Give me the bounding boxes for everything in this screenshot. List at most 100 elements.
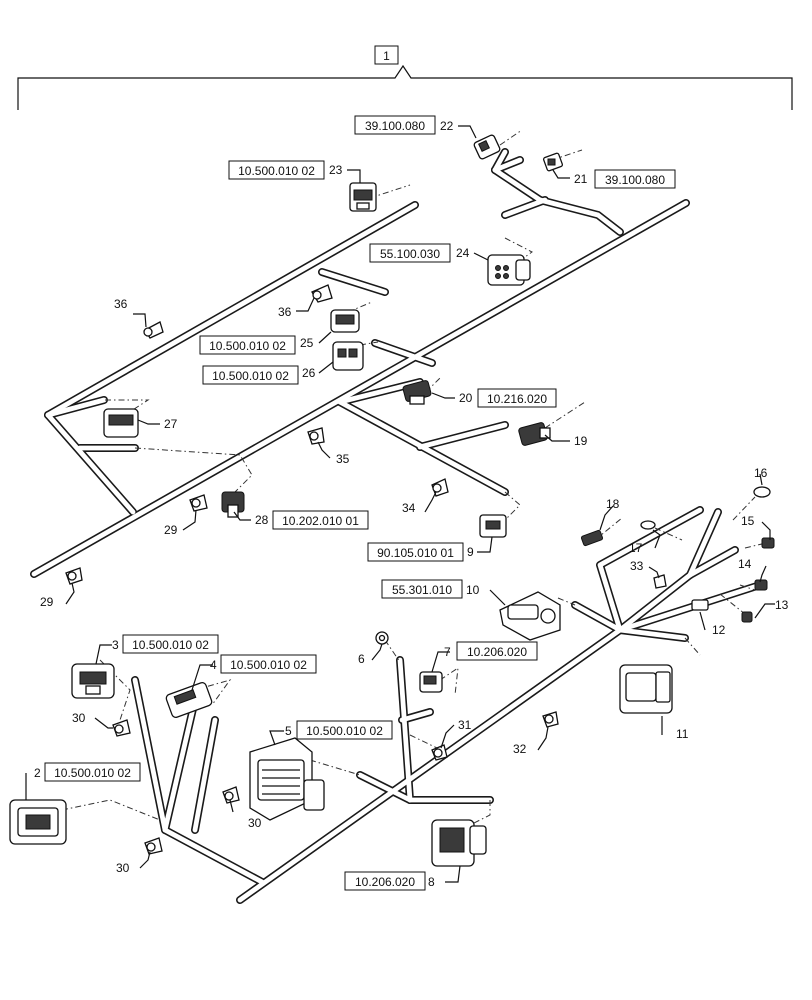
callout-11: 11 — [676, 727, 689, 741]
svg-text:10.500.010 02: 10.500.010 02 — [212, 369, 289, 383]
clip-34-icon — [431, 478, 449, 497]
callout-29b: 29 — [40, 595, 54, 609]
connector-10-icon — [499, 591, 561, 641]
callout-30c: 30 — [116, 861, 130, 875]
connector-20-icon — [402, 380, 432, 405]
callout-19: 19 — [574, 434, 588, 448]
callout-21: 21 — [574, 172, 588, 186]
callout-4: 4 — [210, 658, 217, 672]
callout-3: 3 — [112, 638, 119, 652]
clip-36a-icon — [143, 321, 164, 339]
upper-harness — [30, 148, 690, 578]
terminal-14-icon — [754, 579, 768, 591]
connector-7-icon — [419, 671, 443, 693]
svg-text:10.500.010 02: 10.500.010 02 — [209, 339, 286, 353]
connector-28-icon — [221, 491, 245, 518]
callout-28: 28 — [255, 513, 269, 527]
connector-18-icon — [580, 529, 604, 547]
clip-30a-icon — [112, 719, 131, 737]
connector-8-icon — [431, 819, 487, 867]
ref-box-7: 10.206.020 — [456, 641, 538, 661]
callout-36b: 36 — [278, 305, 292, 319]
leader-lines — [25, 125, 775, 883]
callout-10: 10 — [466, 583, 480, 597]
connection-lines — [61, 129, 771, 826]
svg-text:10.202.010 01: 10.202.010 01 — [282, 514, 359, 528]
ref-box-26: 10.500.010 02 — [202, 365, 299, 385]
callout-18: 18 — [606, 497, 620, 511]
svg-text:39.100.080: 39.100.080 — [365, 119, 425, 133]
callout-2: 2 — [34, 766, 41, 780]
callout-6: 6 — [358, 652, 365, 666]
svg-text:10.500.010 02: 10.500.010 02 — [306, 724, 383, 738]
callout-27: 27 — [164, 417, 178, 431]
callout-25: 25 — [300, 336, 314, 350]
callout-35: 35 — [336, 452, 350, 466]
callout-32: 32 — [513, 742, 527, 756]
svg-text:10.500.010 02: 10.500.010 02 — [132, 638, 209, 652]
ref-box-9: 90.105.010 01 — [367, 542, 464, 562]
svg-text:10.216.020: 10.216.020 — [487, 392, 547, 406]
connector-22-icon — [473, 134, 501, 160]
ref-box-2: 10.500.010 02 — [44, 762, 141, 782]
svg-text:90.105.010 01: 90.105.010 01 — [377, 546, 454, 560]
connector-4-icon — [165, 682, 213, 718]
callout-30a: 30 — [72, 711, 86, 725]
callout-15: 15 — [741, 514, 755, 528]
ref-box-5: 10.500.010 02 — [296, 720, 393, 740]
callout-16: 16 — [754, 466, 768, 480]
ref-box-8: 10.206.020 — [344, 871, 426, 891]
callout-5: 5 — [285, 724, 292, 738]
connector-24-icon — [487, 254, 531, 286]
ref-box-21: 39.100.080 — [594, 169, 676, 189]
connector-12-icon — [691, 599, 709, 611]
svg-text:10.206.020: 10.206.020 — [467, 645, 527, 659]
clip-35-icon — [307, 427, 325, 445]
callout-26: 26 — [302, 366, 316, 380]
clip-32-icon — [542, 711, 559, 728]
callout-30b: 30 — [248, 816, 262, 830]
terminal-15-icon — [761, 537, 775, 549]
connector-9-icon — [479, 514, 507, 538]
callout-20: 20 — [459, 391, 473, 405]
svg-text:10.500.010 02: 10.500.010 02 — [238, 164, 315, 178]
terminal-13-icon — [741, 611, 753, 623]
svg-text:39.100.080: 39.100.080 — [605, 173, 665, 187]
callout-14: 14 — [738, 557, 752, 571]
callout-33: 33 — [630, 559, 644, 573]
callout-23: 23 — [329, 163, 343, 177]
clip-33-icon — [653, 574, 667, 589]
connector-25-icon — [330, 309, 360, 333]
callout-7: 7 — [444, 645, 451, 659]
callout-24: 24 — [456, 246, 470, 260]
connector-27-icon — [103, 408, 139, 438]
clip-30b-icon — [222, 786, 240, 804]
ref-box-20: 10.216.020 — [477, 388, 557, 408]
reference-boxes: 39.100.080 39.100.080 10.500.010 02 55.1… — [44, 115, 676, 891]
connector-21-icon — [543, 152, 563, 172]
callout-13: 13 — [775, 598, 789, 612]
connector-3-icon — [71, 663, 115, 699]
callout-29a: 29 — [164, 523, 178, 537]
callout-36a: 36 — [114, 297, 128, 311]
ref-box-23: 10.500.010 02 — [228, 160, 325, 180]
callout-12: 12 — [712, 623, 726, 637]
connector-26-icon — [332, 341, 364, 371]
clip-36b-icon — [311, 284, 333, 303]
ref-box-4: 10.500.010 02 — [220, 654, 317, 674]
ref-box-22: 39.100.080 — [354, 115, 436, 135]
clip-29a-icon — [189, 494, 208, 512]
connector-19-icon — [518, 422, 551, 446]
ref-box-28: 10.202.010 01 — [272, 510, 369, 530]
lower-harness — [131, 506, 764, 904]
svg-text:10.500.010 02: 10.500.010 02 — [230, 658, 307, 672]
callout-numbers: 22 21 23 24 25 26 20 19 27 28 36 36 35 3… — [34, 119, 789, 889]
callout-17: 17 — [629, 541, 643, 555]
terminal-17-icon — [640, 520, 656, 530]
svg-text:55.301.010: 55.301.010 — [392, 583, 452, 597]
callout-31: 31 — [458, 718, 472, 732]
ecu-connector-5-icon — [249, 737, 325, 821]
clip-6-icon — [375, 631, 389, 645]
callout-22: 22 — [440, 119, 454, 133]
assembly-bracket: 1 — [17, 45, 793, 110]
